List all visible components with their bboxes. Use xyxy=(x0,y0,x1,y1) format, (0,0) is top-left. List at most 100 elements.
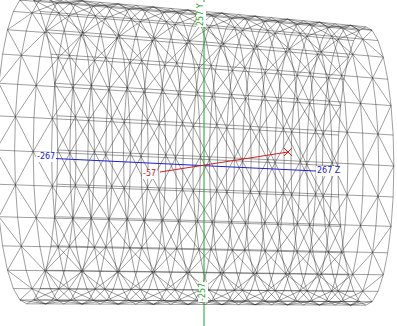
mesh-edge xyxy=(308,103,310,133)
mesh-edge xyxy=(94,119,111,152)
mesh-edge xyxy=(232,290,242,301)
mesh-edge xyxy=(307,26,313,36)
mesh-edge xyxy=(199,68,216,69)
mesh-edge xyxy=(286,52,297,76)
mesh-edge xyxy=(323,291,339,292)
mesh-edge xyxy=(119,247,124,271)
mesh-edge xyxy=(377,165,379,196)
mesh-edge xyxy=(220,46,232,70)
mesh-edge xyxy=(88,57,92,86)
mesh-edge xyxy=(81,35,99,36)
mesh-edge xyxy=(237,273,253,274)
mesh-edge xyxy=(257,273,268,290)
mesh-edge xyxy=(177,248,194,249)
mesh-edge xyxy=(36,218,58,247)
mesh-edge xyxy=(294,102,310,103)
mesh-edge xyxy=(13,11,32,12)
mesh-edge xyxy=(265,50,270,73)
mesh-edge xyxy=(137,37,142,61)
mesh-edge xyxy=(26,270,45,271)
mesh-edge xyxy=(212,301,222,305)
mesh-edge xyxy=(345,102,361,103)
mesh-edge xyxy=(348,41,353,58)
mesh-edge xyxy=(76,247,81,271)
mesh-edge xyxy=(69,246,82,270)
mesh-edge xyxy=(142,123,159,125)
mesh-edge xyxy=(310,291,332,301)
mesh-edge xyxy=(348,275,353,292)
mesh-edge xyxy=(357,77,372,78)
mesh-edge xyxy=(171,304,188,305)
mesh-edge xyxy=(94,151,112,153)
mesh-edge xyxy=(300,291,310,302)
mesh-edge xyxy=(245,250,257,273)
mesh-edge xyxy=(226,29,243,30)
mesh-edge xyxy=(329,224,341,251)
mesh-edge xyxy=(199,45,204,68)
mesh-edge xyxy=(57,3,69,16)
mesh-edge xyxy=(51,245,69,246)
mesh-edge xyxy=(109,219,127,220)
mesh-edge xyxy=(243,99,245,129)
mesh-edge xyxy=(88,246,106,247)
mesh-edge xyxy=(165,222,179,249)
mesh-edge xyxy=(34,185,52,187)
mesh-edge xyxy=(242,30,253,49)
mesh-edge xyxy=(275,163,292,195)
mesh-edge xyxy=(215,301,222,305)
mesh-edge xyxy=(376,105,391,106)
mesh-edge xyxy=(105,8,111,19)
mesh-edge xyxy=(249,72,265,73)
mesh-edge xyxy=(159,190,161,221)
mesh-edge xyxy=(276,101,278,131)
mesh-edge xyxy=(87,289,93,300)
mesh-edge xyxy=(147,64,164,65)
mesh-edge xyxy=(87,17,105,18)
mesh-edge xyxy=(170,25,176,43)
mesh-edge xyxy=(155,248,160,272)
mesh-edge xyxy=(270,50,286,51)
mesh-edge xyxy=(339,197,341,226)
mesh-edge xyxy=(278,301,288,305)
mesh-edge xyxy=(21,32,44,55)
mesh-edge xyxy=(127,187,129,219)
mesh-edge xyxy=(124,59,128,88)
mesh-edge xyxy=(130,63,144,92)
mesh-edge xyxy=(257,46,278,70)
mesh-edge xyxy=(362,133,364,164)
mesh-edge xyxy=(297,24,313,26)
mesh-edge xyxy=(306,251,311,274)
mesh-edge xyxy=(189,249,211,272)
mesh-edge xyxy=(297,225,309,251)
mesh-edge xyxy=(276,131,292,133)
mesh-edge xyxy=(229,98,245,99)
mesh-edge xyxy=(286,36,307,51)
mesh-edge xyxy=(354,30,360,40)
mesh-edge xyxy=(227,161,243,192)
mesh-edge xyxy=(152,249,165,272)
mesh-edge xyxy=(89,89,91,121)
mesh-edge xyxy=(32,2,39,13)
mesh-edge xyxy=(326,291,332,301)
mesh-edge xyxy=(341,226,344,252)
mesh-edge xyxy=(64,303,82,304)
mesh-edge xyxy=(142,92,144,123)
mesh-edge xyxy=(58,34,63,58)
mesh-edge xyxy=(281,251,297,252)
mesh-edge xyxy=(52,87,54,119)
mesh-edge xyxy=(21,246,26,270)
mesh-edge xyxy=(321,274,331,291)
mesh-edge xyxy=(135,39,152,40)
mesh-edge xyxy=(135,272,141,290)
mesh-edge xyxy=(51,289,57,300)
mesh-edge xyxy=(363,164,378,166)
mesh-edge xyxy=(52,186,70,188)
mesh-edge xyxy=(321,52,337,53)
mesh-edge xyxy=(351,302,373,305)
mesh-edge xyxy=(338,29,344,39)
mesh-edge xyxy=(366,302,372,305)
mesh-edge xyxy=(140,272,152,289)
axis-marker xyxy=(284,148,292,156)
mesh-edge xyxy=(313,77,329,78)
mesh-edge xyxy=(117,272,140,290)
